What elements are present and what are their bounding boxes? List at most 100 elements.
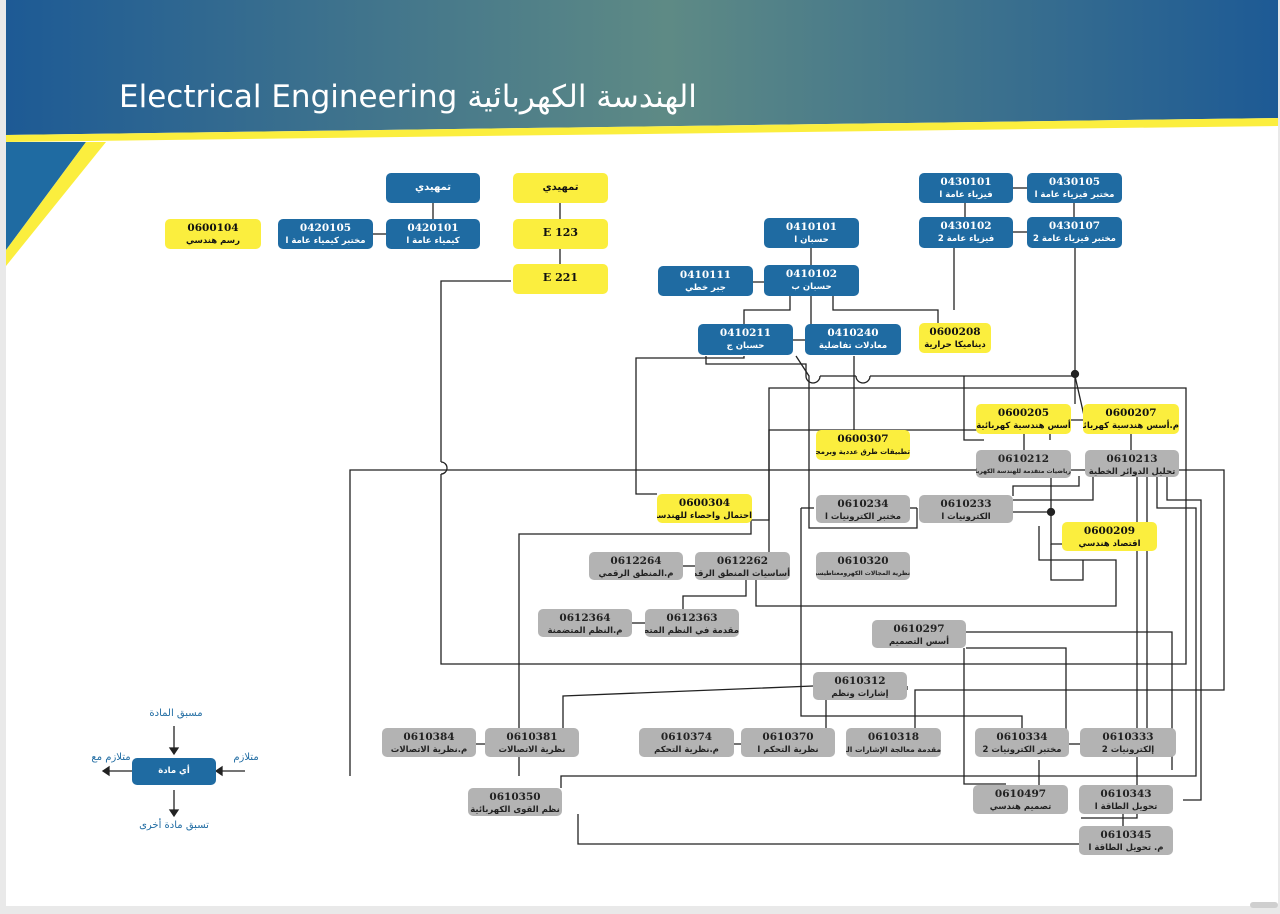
course-box-0610212: 0610212 رياضيات متقدمة للهندسة الكهربائي… bbox=[976, 450, 1071, 478]
course-box-0600208: 0600208 ديناميكا حرارية bbox=[919, 323, 991, 353]
course-code: 0610312 bbox=[834, 675, 886, 687]
course-code: 0610234 bbox=[837, 498, 889, 510]
course-name: مقدمة في النظم المتضمنة bbox=[645, 626, 739, 636]
course-name: مختبر الكترونيات ا bbox=[825, 512, 901, 522]
course-box-e221: E 221 bbox=[513, 264, 608, 294]
course-name: كيمياء عامة ا bbox=[406, 236, 460, 246]
course-box-0600304: 0600304 احتمال واحصاء للهندسة bbox=[657, 494, 752, 523]
course-name: مختبر فيزياء عامة 2 bbox=[1033, 234, 1116, 244]
course-code: 0600304 bbox=[678, 497, 731, 509]
course-box-0610497: 0610497 تصميم هندسي bbox=[973, 785, 1068, 814]
course-code: 0430105 bbox=[1048, 176, 1101, 188]
course-code: 0600104 bbox=[187, 222, 239, 234]
course-name: م.أسس هندسية كهربائية bbox=[1083, 421, 1179, 431]
corner-decoration bbox=[6, 142, 106, 266]
course-name: نظرية الاتصالات bbox=[498, 745, 566, 755]
course-code: E 221 bbox=[542, 271, 579, 284]
course-box-0430107: 0430107 مختبر فيزياء عامة 2 bbox=[1027, 217, 1122, 248]
course-box-0610381: 0610381 نظرية الاتصالات bbox=[485, 728, 579, 757]
course-box-0410101: 0410101 حسبان ا bbox=[764, 218, 859, 248]
course-code: 0610343 bbox=[1100, 788, 1152, 800]
course-code: 0600208 bbox=[929, 326, 981, 338]
course-box-0612262: 0612262 أساسيات المنطق الرقمي bbox=[695, 552, 790, 580]
course-name: تمهيدي bbox=[414, 182, 452, 193]
course-name: أساسيات المنطق الرقمي bbox=[695, 569, 790, 579]
course-name: تمهيدي bbox=[542, 182, 579, 193]
course-code: E 123 bbox=[542, 226, 579, 239]
course-name: احتمال واحصاء للهندسة bbox=[657, 511, 752, 521]
course-code: 0610333 bbox=[1102, 731, 1154, 743]
course-code: 0612364 bbox=[559, 612, 611, 624]
course-code: 0610370 bbox=[762, 731, 814, 743]
course-code: 0610233 bbox=[940, 498, 992, 510]
course-box-e123: E 123 bbox=[513, 219, 608, 249]
course-box-0430105: 0430105 مختبر فيزياء عامة ا bbox=[1027, 173, 1122, 203]
course-name: م.نظرية الاتصالات bbox=[390, 745, 468, 755]
course-name: فيزياء عامة ا bbox=[939, 190, 993, 200]
course-name: مختبر فيزياء عامة ا bbox=[1034, 190, 1115, 200]
course-code: 0612262 bbox=[716, 555, 769, 567]
course-code: 0610320 bbox=[837, 555, 889, 567]
page-title: Electrical Engineering الهندسة الكهربائي… bbox=[119, 79, 697, 115]
course-code: 0610384 bbox=[403, 731, 455, 743]
course-box-0610320: 0610320 نظرية المجالات الكهرومغناطيسية bbox=[816, 552, 910, 580]
course-name: تحويل الطاقة ا bbox=[1094, 802, 1158, 812]
course-code: 0610213 bbox=[1106, 453, 1158, 465]
course-code: 0610374 bbox=[660, 731, 713, 743]
course-box-0600104: 0600104 رسم هندسي bbox=[165, 219, 261, 249]
course-code: 0430102 bbox=[940, 220, 992, 232]
course-box-0610345: 0610345 م. تحويل الطاقة ا bbox=[1079, 826, 1173, 855]
course-box-0430101: 0430101 فيزياء عامة ا bbox=[919, 173, 1013, 203]
course-box-0612364: 0612364 م.النظم المتضمنة bbox=[538, 609, 632, 637]
course-box-0600207: 0600207 م.أسس هندسية كهربائية bbox=[1083, 404, 1179, 434]
course-box-0610297: 0610297 أسس التصميم bbox=[872, 620, 966, 648]
page: Electrical Engineering الهندسة الكهربائي… bbox=[6, 0, 1278, 906]
course-box-0420101: 0420101 كيمياء عامة ا bbox=[386, 219, 480, 249]
course-code: 0430101 bbox=[940, 176, 992, 188]
course-code: 0610497 bbox=[994, 788, 1047, 800]
course-code: 0410211 bbox=[719, 327, 772, 339]
course-code: 0610297 bbox=[893, 623, 945, 635]
course-box-0610333: 0610333 إلكترونيات 2 bbox=[1080, 728, 1176, 757]
course-name: أسس التصميم bbox=[888, 637, 950, 647]
scrollbar[interactable] bbox=[1250, 902, 1278, 908]
course-box-0420105: 0420105 مختبر كيمياء عامة ا bbox=[278, 219, 373, 249]
course-name: اقتصاد هندسي bbox=[1078, 539, 1141, 549]
course-box-0610343: 0610343 تحويل الطاقة ا bbox=[1079, 785, 1173, 814]
course-name: جبر خطي bbox=[685, 283, 726, 293]
course-box-0610312: 0610312 إشارات ونظم bbox=[813, 672, 907, 700]
course-name: م.نظرية التحكم bbox=[654, 745, 719, 755]
course-name: حسبان ب bbox=[791, 282, 832, 292]
course-code: 0420105 bbox=[299, 222, 352, 234]
course-box-0610384: 0610384 م.نظرية الاتصالات bbox=[382, 728, 476, 757]
course-name: م. تحويل الطاقة ا bbox=[1088, 843, 1164, 853]
course-code: 0410102 bbox=[785, 268, 838, 280]
course-name: إشارات ونظم bbox=[831, 689, 889, 699]
course-box-0600205: 0600205 أسس هندسية كهربائية bbox=[976, 404, 1071, 434]
course-name: مختبر الكترونيات 2 bbox=[982, 745, 1062, 755]
course-name: مختبر كيمياء عامة ا bbox=[285, 236, 366, 246]
course-name: الكترونيات ا bbox=[941, 512, 991, 522]
header-banner bbox=[6, 0, 1278, 142]
course-name: تحليل الدوائر الخطية bbox=[1088, 467, 1176, 477]
course-name: حسبان ا bbox=[794, 235, 829, 245]
course-name: رسم هندسي bbox=[185, 236, 241, 246]
course-name: ديناميكا حرارية bbox=[924, 340, 986, 350]
course-box-0612264: 0612264 م.المنطق الرقمي bbox=[589, 552, 683, 580]
course-code: 0610345 bbox=[1100, 829, 1152, 841]
course-box-0610318: 0610318 مقدمة معالجة الإشارات الرقمية bbox=[846, 728, 941, 757]
course-name: نظرية التحكم ا bbox=[757, 745, 819, 755]
course-code: 0612264 bbox=[610, 555, 662, 567]
legend-center-label: أي مادة bbox=[158, 766, 190, 776]
course-name: م.النظم المتضمنة bbox=[547, 626, 623, 636]
course-box-0410111: 0410111 جبر خطي bbox=[658, 266, 753, 296]
course-code: 0610334 bbox=[996, 731, 1048, 743]
course-code: 0410101 bbox=[785, 221, 838, 233]
legend-left-label: متلازم مع bbox=[91, 752, 131, 763]
course-code: 0600205 bbox=[997, 407, 1050, 419]
course-name: تصميم هندسي bbox=[989, 802, 1052, 812]
course-code: 0430107 bbox=[1048, 220, 1101, 232]
course-name: معادلات تفاضلية bbox=[818, 341, 888, 351]
course-name: فيزياء عامة 2 bbox=[937, 234, 995, 244]
course-box-prep-eng: تمهيدي bbox=[513, 173, 608, 203]
